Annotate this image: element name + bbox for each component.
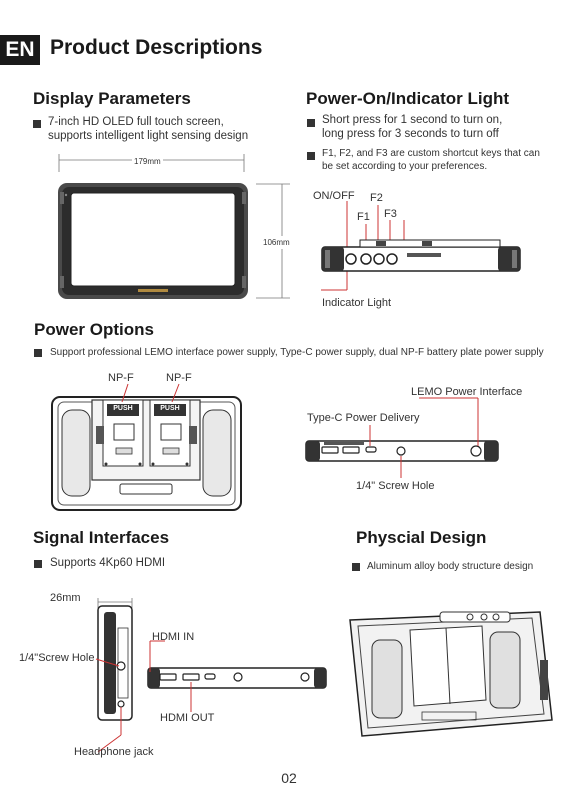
npf-right-label: NP-F [166,372,192,384]
signal-bullet: Supports 4Kp60 HDMI [50,557,166,569]
bullet-icon [33,120,41,128]
height-dimension-label: 106mm [263,236,290,249]
signal-screw-hole-label: 1/4"Screw Hole [19,652,95,664]
hdmi-in-label: HDMI IN [152,631,195,643]
headphone-jack-label: Headphone jack [74,746,154,758]
on-off-label: ON/OFF [313,190,355,202]
power-bullet2-line1: F1, F2, and F3 are custom shortcut keys … [322,148,540,159]
signal-interfaces-heading: Signal Interfaces [33,528,170,547]
indicator-light-label: Indicator Light [322,297,392,309]
screw-hole-label: 1/4" Screw Hole [356,480,435,492]
push-label-right: PUSH [160,405,180,412]
power-bullet1-line2: long press for 3 seconds to turn off [322,128,499,140]
bullet-icon [307,152,315,160]
bullet-icon [34,349,42,357]
hdmi-out-label: HDMI OUT [160,712,215,724]
page-title: Product Descriptions [50,36,263,59]
f1-label: F1 [357,211,370,223]
power-bullet1-line1: Short press for 1 second to turn on, [322,114,503,126]
language-badge: EN [0,35,40,65]
bullet-icon [307,119,315,127]
depth-label: 26mm [50,592,81,604]
physical-bullet: Aluminum alloy body structure design [367,561,534,572]
push-label-left: PUSH [113,405,133,412]
npf-left-label: NP-F [108,372,134,384]
display-bullet-line2: supports intelligent light sensing desig… [48,130,249,142]
display-bullet-line1: 7-inch HD OLED full touch screen, [48,116,224,128]
f2-label: F2 [370,192,383,204]
power-options-bullet: Support professional LEMO interface powe… [50,347,544,358]
power-bullet2-line2: be set according to your preferences. [322,161,488,172]
bullet-icon [352,563,360,571]
width-dimension-label: 179mm [132,155,163,168]
physical-design-heading: Physcial Design [356,528,487,547]
power-options-heading: Power Options [34,320,154,339]
display-parameters-heading: Display Parameters [33,89,191,108]
f3-label: F3 [384,208,397,220]
type-c-label: Type-C Power Delivery [307,412,420,424]
lemo-power-label: LEMO Power Interface [411,386,523,398]
bullet-icon [34,560,42,568]
page-number: 02 [281,770,297,786]
power-on-heading: Power-On/Indicator Light [306,89,510,108]
